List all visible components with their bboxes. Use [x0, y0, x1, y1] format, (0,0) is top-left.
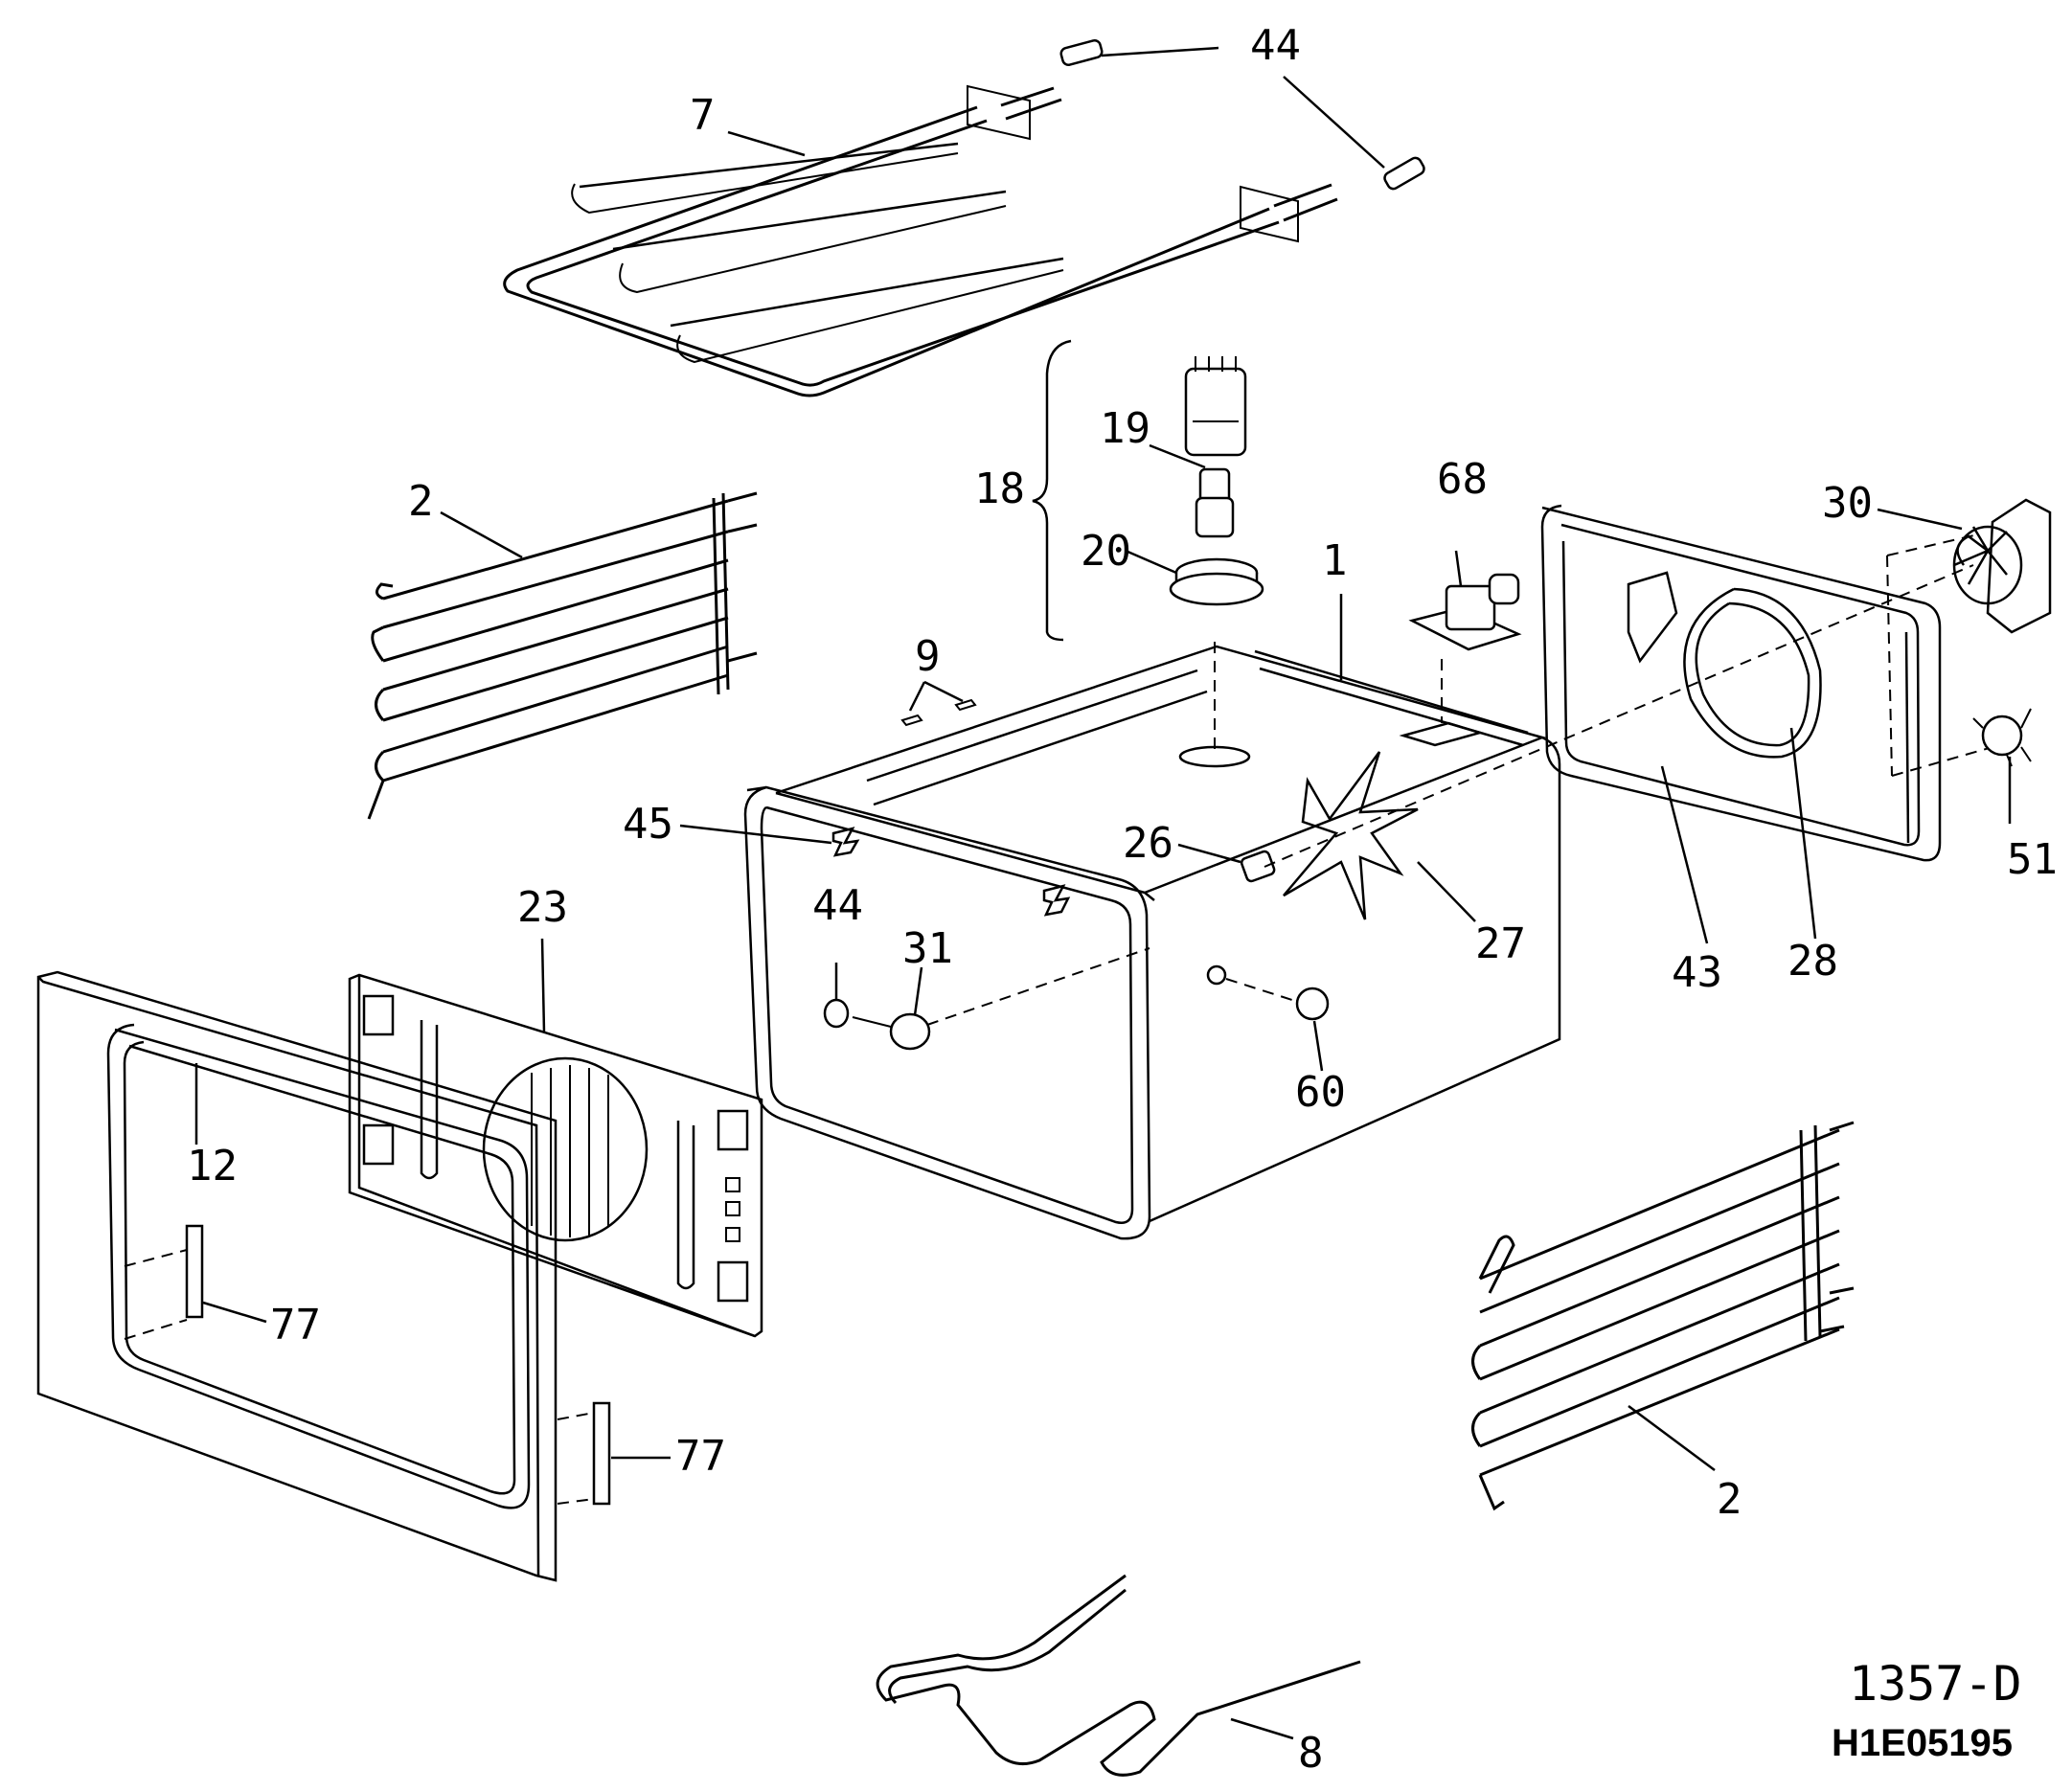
label-20: 20 — [1081, 527, 1131, 576]
label-60: 60 — [1295, 1068, 1346, 1117]
label-31: 31 — [902, 924, 953, 973]
shelf-runner-right — [1471, 1121, 1855, 1511]
safety-thermostat — [1972, 708, 2032, 767]
part-number-labels: 44 7 2 19 18 68 30 20 1 9 45 26 51 44 23… — [187, 21, 2058, 1778]
label-12: 12 — [187, 1142, 238, 1191]
lamp31-axis-line — [926, 947, 1150, 1026]
drawing-number: 1357-D — [1849, 1656, 2022, 1712]
outer-door-frame — [36, 970, 611, 1582]
label-44-mid: 44 — [812, 881, 863, 930]
label-43: 43 — [1672, 948, 1722, 997]
label-45: 45 — [623, 800, 673, 849]
part-code: H1E05195 — [1832, 1722, 2013, 1764]
leader-lines — [194, 46, 2012, 1740]
bottom-heating-element — [876, 1574, 1361, 1777]
label-2-left: 2 — [408, 477, 434, 526]
shelf-runner-left — [367, 491, 758, 820]
label-1: 1 — [1322, 536, 1348, 585]
back-panel-gasket — [1540, 504, 1942, 862]
label-23: 23 — [517, 883, 568, 932]
assembly-axis-line — [1264, 564, 1974, 868]
label-44-top: 44 — [1250, 21, 1301, 70]
fan-motor — [1886, 498, 2052, 777]
inner-door-panel — [348, 973, 763, 1338]
lamp-assembly — [1032, 339, 1264, 642]
plug-axis-line — [1225, 978, 1296, 1002]
grill-heating-element — [503, 84, 1338, 397]
label-28: 28 — [1787, 937, 1838, 986]
label-77-left: 77 — [270, 1301, 321, 1350]
terminal-connector-top — [1059, 38, 1425, 191]
label-27: 27 — [1475, 919, 1526, 968]
label-7: 7 — [690, 91, 716, 140]
label-30: 30 — [1822, 479, 1873, 528]
label-26: 26 — [1123, 819, 1173, 868]
label-2-right: 2 — [1717, 1475, 1742, 1524]
label-68: 68 — [1437, 455, 1488, 504]
label-77-right: 77 — [675, 1432, 726, 1481]
oven-cavity — [743, 645, 1561, 1240]
door-switch — [1408, 573, 1522, 651]
label-9: 9 — [915, 632, 941, 681]
label-18: 18 — [974, 465, 1025, 513]
circular-heating-element — [1627, 571, 1822, 759]
label-8: 8 — [1298, 1729, 1324, 1778]
label-51: 51 — [2007, 835, 2058, 884]
label-19: 19 — [1100, 404, 1150, 453]
